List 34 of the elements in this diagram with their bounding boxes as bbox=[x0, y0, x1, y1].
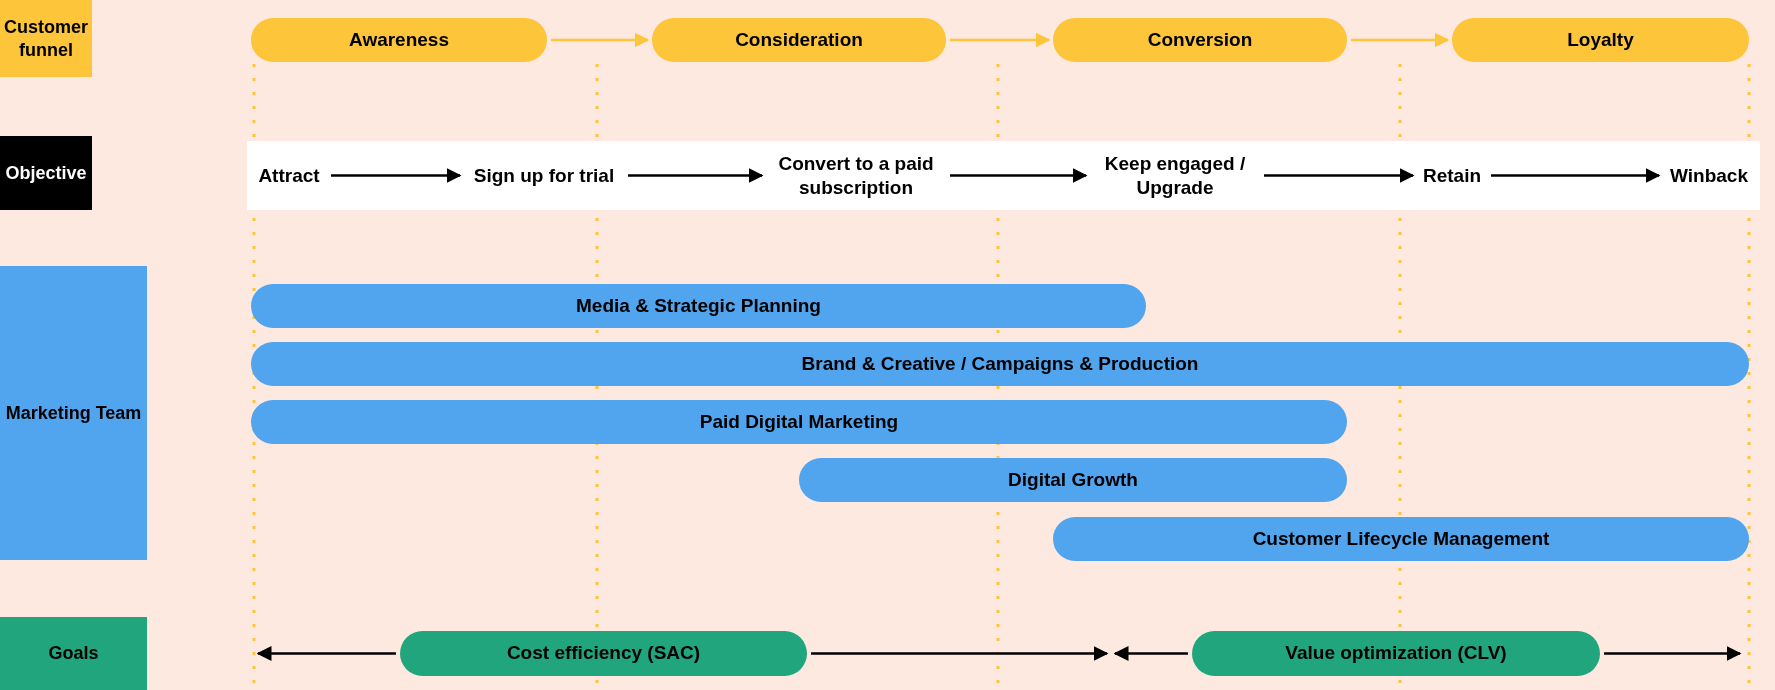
step-label: Winback bbox=[1663, 141, 1755, 210]
row-header: Goals bbox=[0, 617, 147, 690]
goal-pill: Value optimization (CLV) bbox=[1192, 631, 1600, 676]
arrow bbox=[1604, 646, 1742, 661]
arrow bbox=[628, 168, 764, 183]
step-label: Keep engaged / Upgrade bbox=[1090, 141, 1260, 210]
row-header: Marketing Team bbox=[0, 266, 147, 560]
step-label: Convert to a paid subscription bbox=[766, 141, 946, 210]
stage-pill: Conversion bbox=[1053, 18, 1347, 62]
arrow bbox=[1113, 646, 1188, 661]
objective-band bbox=[247, 141, 1760, 210]
team-bar: Paid Digital Marketing bbox=[251, 400, 1347, 444]
row-header: Customer funnel bbox=[0, 0, 92, 77]
goal-pill: Cost efficiency (SAC) bbox=[400, 631, 807, 676]
arrow bbox=[256, 646, 396, 661]
arrow bbox=[1491, 168, 1661, 183]
team-bar: Media & Strategic Planning bbox=[251, 284, 1146, 328]
arrow bbox=[1264, 168, 1415, 183]
arrow bbox=[811, 646, 1109, 661]
step-label: Retain bbox=[1417, 141, 1487, 210]
arrow bbox=[950, 168, 1088, 183]
team-bar: Digital Growth bbox=[799, 458, 1347, 502]
team-bar: Brand & Creative / Campaigns & Production bbox=[251, 342, 1749, 386]
step-label: Sign up for trial bbox=[464, 141, 624, 210]
arrow bbox=[331, 168, 462, 183]
arrow bbox=[1351, 32, 1450, 48]
stage-pill: Loyalty bbox=[1452, 18, 1749, 62]
arrow bbox=[950, 32, 1051, 48]
team-bar: Customer Lifecycle Management bbox=[1053, 517, 1749, 561]
arrow bbox=[551, 32, 650, 48]
step-label: Attract bbox=[251, 141, 327, 210]
row-header: Objective bbox=[0, 136, 92, 210]
stage-pill: Awareness bbox=[251, 18, 547, 62]
stage-pill: Consideration bbox=[652, 18, 946, 62]
